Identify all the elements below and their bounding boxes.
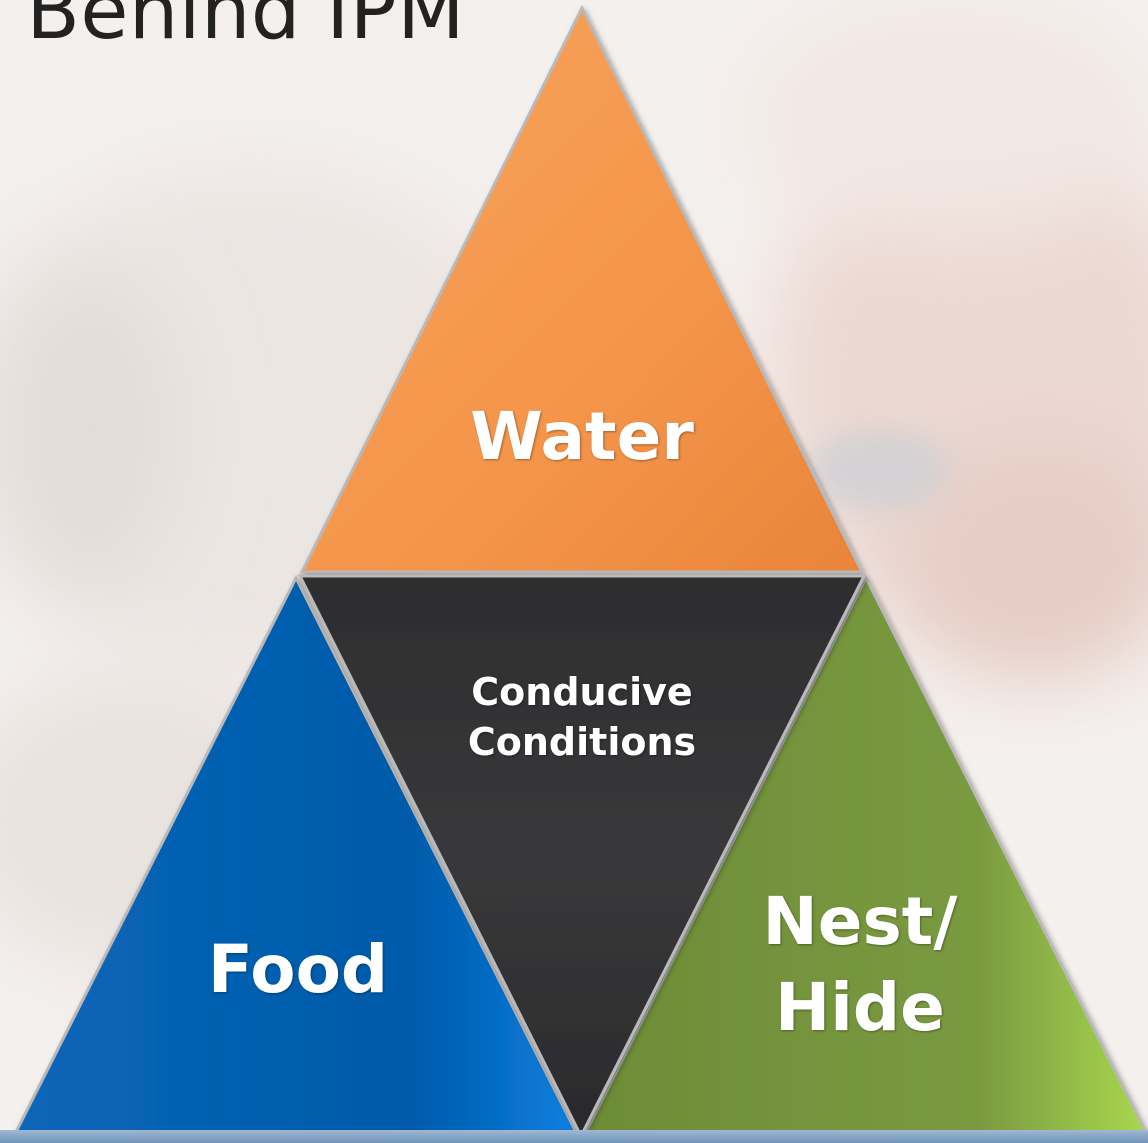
- water-label: Water: [470, 398, 694, 475]
- nest-hide-label: Nest/ Hide: [762, 883, 958, 1046]
- food-label: Food: [207, 931, 389, 1008]
- footer-bar: [0, 1130, 1148, 1143]
- conducive-conditions-label: Conducive Conditions: [467, 670, 697, 764]
- conducive-conditions-triangle: [297, 574, 867, 1140]
- water-triangle: [299, 4, 865, 574]
- slide-title: t Behind IPM: [0, 0, 466, 57]
